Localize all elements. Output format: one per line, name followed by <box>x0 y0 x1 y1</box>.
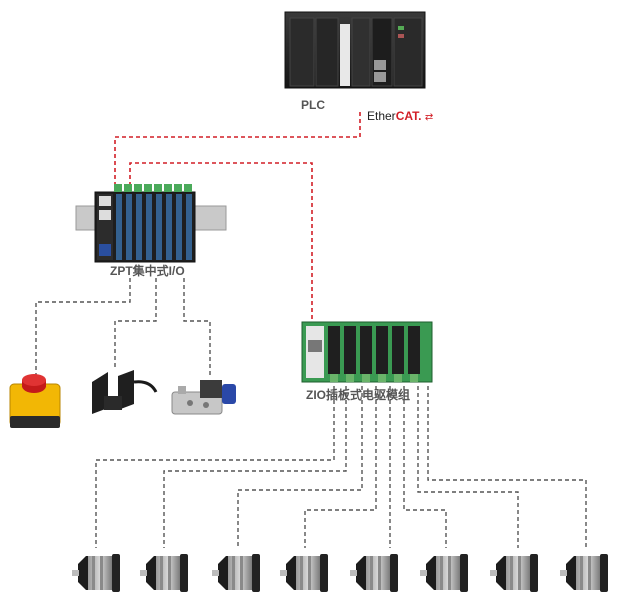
io-link-zpt-to-estop <box>35 278 131 376</box>
stepper-motor-icon <box>72 554 120 592</box>
io-link-zpt-to-valve <box>183 278 211 376</box>
ethercat-suffix: CAT <box>395 109 419 123</box>
io-link-zio-to-motor-7 <box>417 386 519 548</box>
stepper-motor-row <box>72 554 608 592</box>
ethercat-link-plc-to-zpt <box>114 112 361 186</box>
zpt-label: ZPT集中式I/O <box>110 264 185 278</box>
zio-label: ZIO插板式电驱模组 <box>306 388 410 402</box>
io-link-zio-to-motor-8 <box>427 386 587 548</box>
emergency-stop-button-icon <box>9 374 61 428</box>
zpt-io-module <box>75 184 227 263</box>
ethercat-link-zpt-to-zio <box>129 162 313 322</box>
io-link-zio-to-motor-4 <box>304 386 377 548</box>
plc-device <box>284 11 426 89</box>
io-link-zio-to-motor-3 <box>237 386 363 548</box>
io-link-zio-to-motor-6 <box>403 386 447 548</box>
ethercat-link-lines <box>114 112 361 322</box>
stepper-motor-icon <box>140 554 188 592</box>
io-link-zio-to-motor-2 <box>163 386 347 548</box>
ethercat-arrows-icon: ⇄ <box>424 112 434 123</box>
stepper-motor-icon <box>280 554 328 592</box>
io-link-zpt-to-sensor <box>114 278 157 370</box>
io-link-zio-to-motor-1 <box>95 386 335 548</box>
ethercat-prefix: Ether <box>367 109 396 123</box>
stepper-motor-icon <box>350 554 398 592</box>
photoelectric-sensor-icon <box>92 370 158 414</box>
ethercat-mark: . <box>418 109 422 123</box>
stepper-motor-icon <box>560 554 608 592</box>
zio-drive-module <box>301 321 433 383</box>
stepper-motor-icon <box>490 554 538 592</box>
ethercat-logo: EtherCAT. ⇄ <box>367 109 433 123</box>
io-link-lines <box>35 278 587 548</box>
stepper-motor-icon <box>212 554 260 592</box>
solenoid-valve-icon <box>171 380 236 415</box>
stepper-motor-icon <box>420 554 468 592</box>
plc-label: PLC <box>301 98 325 112</box>
